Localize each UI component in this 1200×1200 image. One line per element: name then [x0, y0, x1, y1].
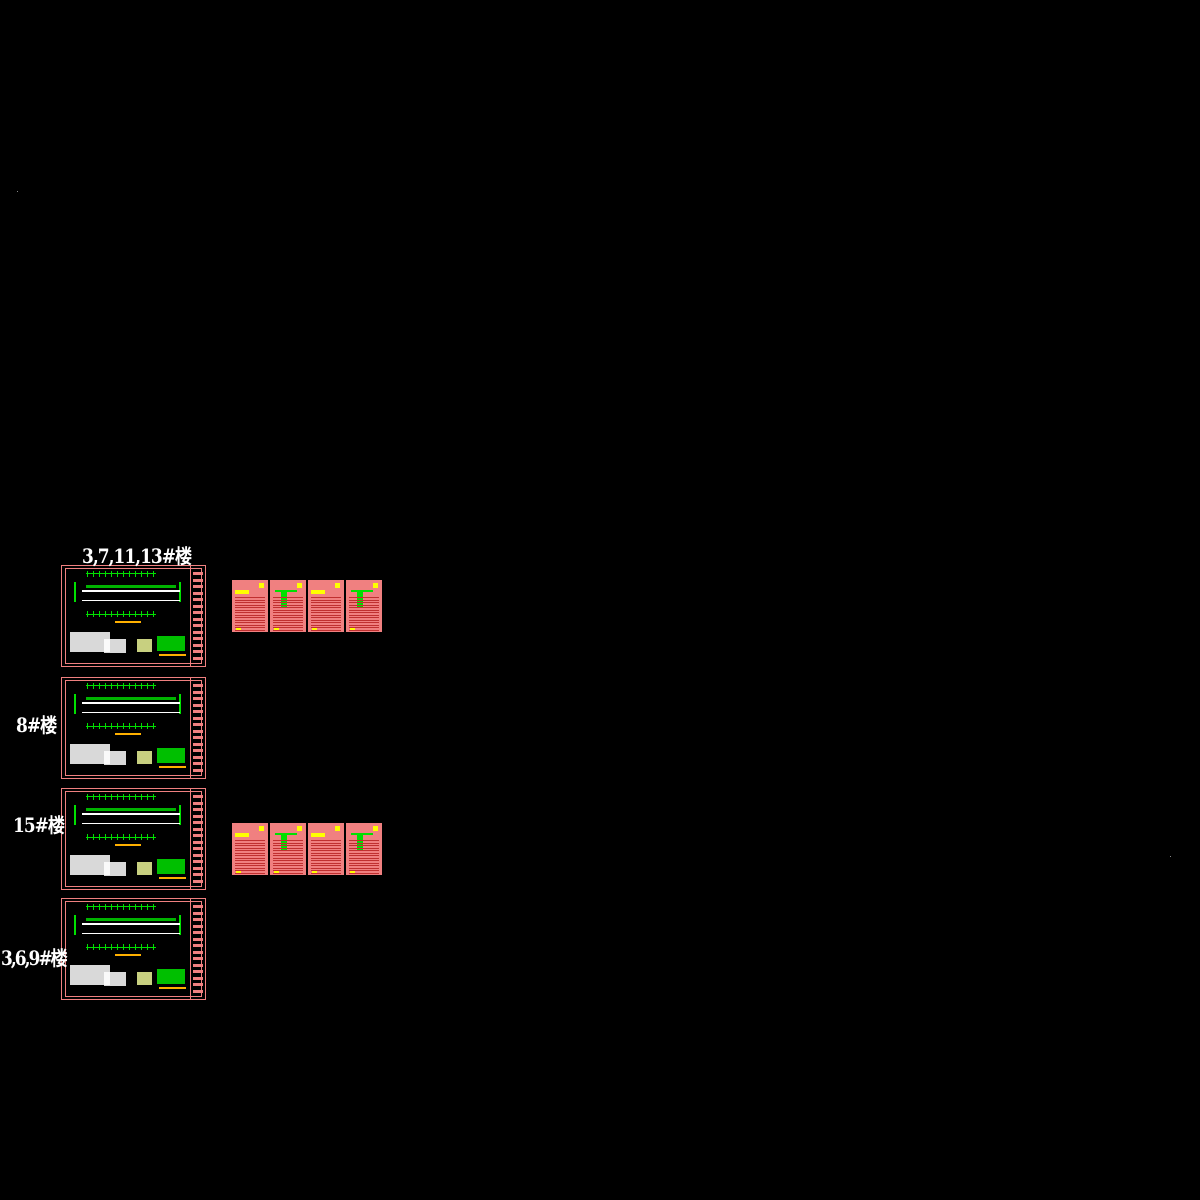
title-block: [190, 566, 205, 666]
schedule-table-5[interactable]: [232, 823, 268, 875]
label-building-8: 8#楼: [16, 714, 57, 738]
sheet-border: [65, 901, 202, 997]
label-building-3-6-9: 3,6,9#楼: [1, 947, 68, 971]
title-block: [190, 899, 205, 999]
drawing-sheet-2[interactable]: [61, 677, 206, 779]
schedule-table-1[interactable]: [232, 580, 268, 632]
schedule-table-6[interactable]: [270, 823, 306, 875]
schedule-table-3[interactable]: [308, 580, 344, 632]
origin-marker: [17, 191, 18, 192]
schedule-table-8[interactable]: [346, 823, 382, 875]
drawing-sheet-1[interactable]: [61, 565, 206, 667]
sheet-border: [65, 568, 202, 664]
title-block: [190, 789, 205, 889]
drawing-sheet-4[interactable]: [61, 898, 206, 1000]
schedule-table-2[interactable]: [270, 580, 306, 632]
extent-marker: [1170, 856, 1171, 857]
label-building-3-7-11-13: 3,7,11,13#楼: [82, 545, 192, 569]
schedule-table-7[interactable]: [308, 823, 344, 875]
schedule-table-4[interactable]: [346, 580, 382, 632]
drawing-sheet-3[interactable]: [61, 788, 206, 890]
label-building-15: 15#楼: [13, 814, 65, 838]
sheet-border: [65, 791, 202, 887]
title-block: [190, 678, 205, 778]
sheet-border: [65, 680, 202, 776]
